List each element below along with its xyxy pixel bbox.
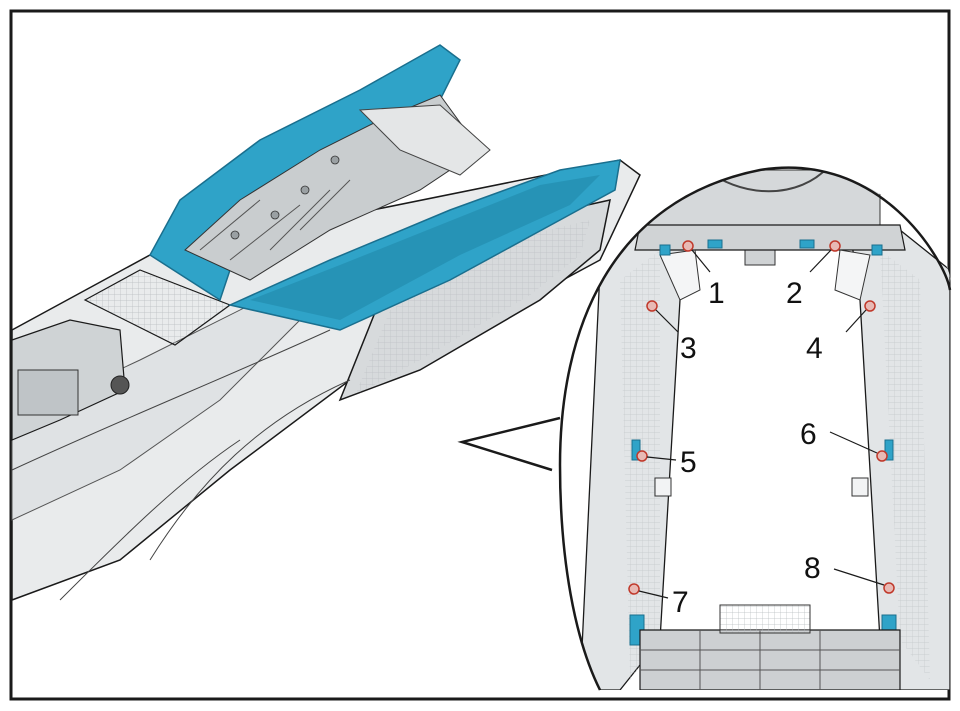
screw-2-marker <box>829 240 841 252</box>
callout-label-7: 7 <box>672 586 689 619</box>
callout-label-1: 1 <box>708 277 725 310</box>
detail-circle-outline <box>558 166 952 466</box>
callout-group: 1 2 3 4 5 6 7 <box>628 240 895 619</box>
screw-6: 6 <box>800 418 888 462</box>
callout-label-3: 3 <box>680 332 697 365</box>
callout-label-4: 4 <box>806 332 823 365</box>
screw-2: 2 <box>786 240 841 310</box>
screw-3: 3 <box>646 300 697 365</box>
screw-8-marker <box>883 582 895 594</box>
screw-6-marker <box>876 450 888 462</box>
callout-pointer <box>457 416 561 472</box>
screw-3-marker <box>646 300 658 312</box>
screw-8: 8 <box>804 552 895 594</box>
callout-label-2: 2 <box>786 277 803 310</box>
screw-4: 4 <box>806 300 876 365</box>
detail-view <box>558 166 952 691</box>
center-console <box>11 44 641 602</box>
screw-7: 7 <box>628 583 689 619</box>
callout-label-6: 6 <box>800 418 817 451</box>
lower-crossbar <box>639 629 901 690</box>
screw-1: 1 <box>682 240 725 310</box>
callout-label-8: 8 <box>804 552 821 585</box>
screw-5-marker <box>636 450 648 462</box>
screw-1-marker <box>682 240 694 252</box>
screw-4-marker <box>864 300 876 312</box>
callout-label-5: 5 <box>680 446 697 479</box>
screw-5: 5 <box>636 446 697 479</box>
screw-7-marker <box>628 583 640 595</box>
